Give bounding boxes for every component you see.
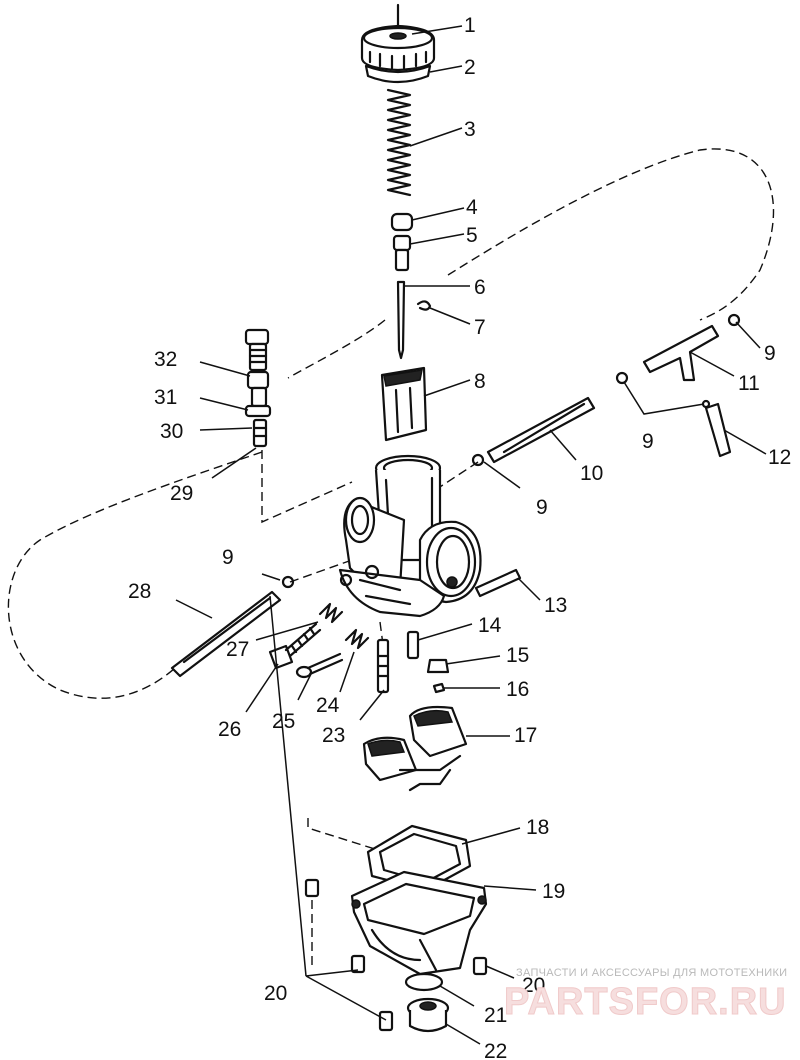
idle-screw-25 [295,652,344,679]
overflow-tube-13 [474,568,522,598]
watermark-site: PARTSFOR.RU [504,981,787,1023]
callout-32: 32 [154,348,177,371]
callout-9-right: 9 [764,342,776,365]
main-jet-15 [426,658,450,674]
callout-12: 12 [768,446,791,469]
throttle-spring [386,88,412,197]
o-ring-21 [404,972,444,992]
watermark: ЗАПЧАСТИ И АКСЕССУАРЫ ДЛЯ МОТОТЕХНИКИ PA… [504,967,788,1024]
bowl-screw-20 [304,878,488,1032]
callout-14: 14 [478,614,502,637]
callout-9-left: 9 [222,546,234,569]
callout-11: 11 [738,372,760,395]
callout-9-center: 9 [536,496,548,519]
carburetor-body [338,454,482,618]
vent-hose-routing [447,148,775,321]
callout-29: 29 [170,482,193,505]
callout-30: 30 [160,420,183,443]
dash-link-18 [307,818,379,851]
callout-20-right: 20 [522,974,545,997]
callout-15: 15 [506,644,529,667]
throttle-slide [380,366,428,442]
washer-16 [432,682,446,694]
vent-tube-12 [704,402,732,458]
callout-19: 19 [542,880,565,903]
callout-16: 16 [506,678,529,701]
spring-27 [318,602,344,624]
callout-9-mid: 9 [642,430,654,453]
needle-jet-23 [376,638,390,694]
needle-retainer [390,212,414,232]
needle-clip [416,300,432,311]
callout-8: 8 [474,370,486,393]
callout-31: 31 [154,386,177,409]
carb-cap [360,3,436,84]
gasket-inner [378,832,462,884]
callout-2: 2 [464,56,476,79]
float-bowl-19 [350,870,488,976]
float-17 [362,705,468,792]
watermark-tagline: ЗАПЧАСТИ И АКСЕССУАРЫ ДЛЯ МОТОТЕХНИКИ [516,967,787,979]
callout-20-left: 20 [264,982,287,1005]
callout-1: 1 [464,14,476,37]
leader-lines [175,25,767,1045]
callout-25: 25 [272,710,295,733]
spring-24 [344,628,370,650]
needle-holder [392,234,412,272]
dash-link-29 [261,450,353,524]
callout-17: 17 [514,724,537,747]
drain-hose-28 [170,590,282,678]
callout-6: 6 [474,276,486,299]
callout-26: 26 [218,718,241,741]
vent-tube-10-shade [502,402,586,454]
callout-24: 24 [316,694,340,717]
pilot-jet-14 [406,630,420,660]
callout-28: 28 [128,580,151,603]
pilot-air-screw-26 [268,622,322,670]
dash-link-9-left [289,559,353,583]
drain-hose-28-shade [182,596,272,664]
callout-7: 7 [474,316,486,339]
callout-23: 23 [322,724,345,747]
callout-22: 22 [484,1040,507,1060]
t-fitting-11 [642,324,720,382]
callout-4: 4 [466,196,478,219]
callout-27: 27 [226,638,249,661]
cable-adjuster-assembly [244,328,272,448]
callout-13: 13 [544,594,567,617]
vent-hose-routing-left [7,319,386,699]
callout-21: 21 [484,1004,507,1027]
callout-10: 10 [580,462,603,485]
callout-5: 5 [466,224,478,247]
callout-3: 3 [464,118,476,141]
drain-plug-22 [406,997,450,1033]
jet-needle [396,280,406,360]
callout-18: 18 [526,816,549,839]
callout-labels: 1 2 3 4 5 6 7 8 9 9 9 9 10 11 12 13 14 1… [128,14,791,1060]
